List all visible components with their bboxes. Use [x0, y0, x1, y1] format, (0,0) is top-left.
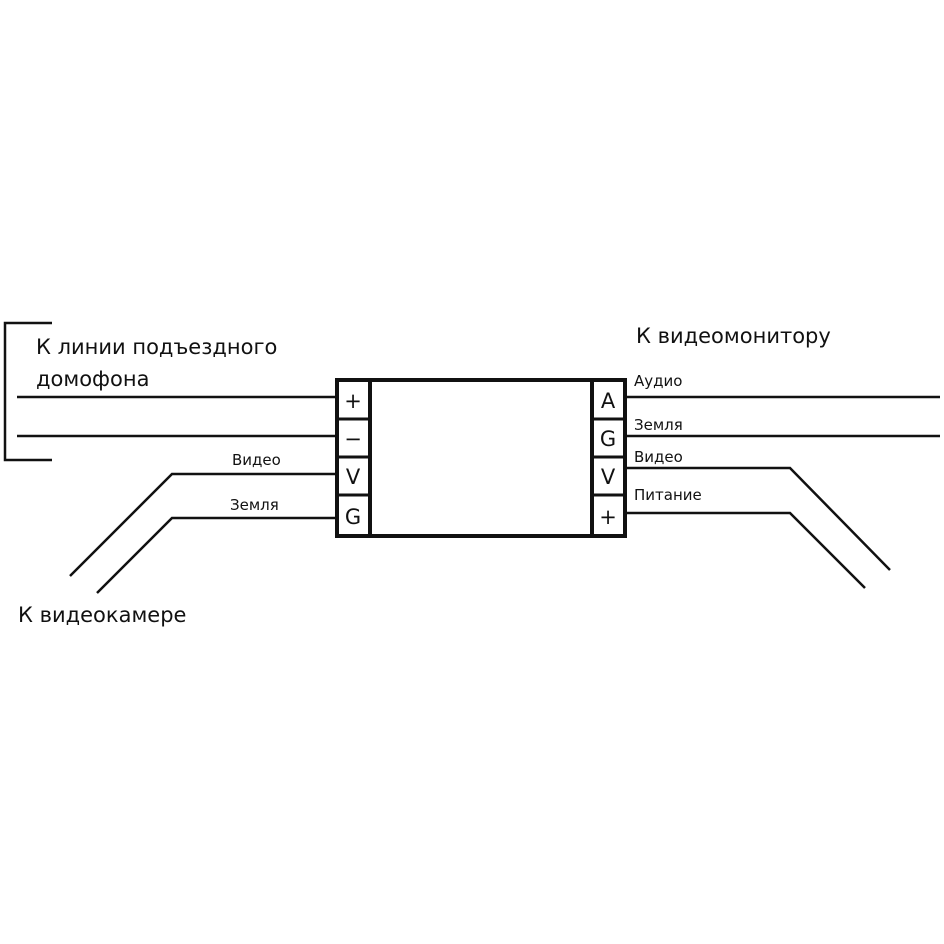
- terminal-left-minus: −: [344, 427, 362, 451]
- right-power-label: Питание: [634, 486, 702, 504]
- wire-monitor-power: [625, 511, 866, 589]
- terminal-right-video: V: [601, 465, 616, 489]
- adapter-module: [335, 378, 627, 538]
- camera-label: К видеокамере: [18, 603, 186, 627]
- terminal-right-ground: G: [600, 427, 616, 451]
- right-ground-label: Земля: [634, 416, 683, 434]
- right-video-label: Видео: [634, 448, 683, 466]
- terminal-left-ground: G: [345, 505, 361, 529]
- left-video-label: Видео: [232, 451, 281, 469]
- wire-monitor-video: [625, 466, 891, 571]
- left-ground-label: Земля: [230, 496, 279, 514]
- terminal-right-power: +: [599, 505, 617, 529]
- wire-camera-video: [69, 472, 337, 577]
- intercom-label-line2: домофона: [36, 367, 149, 391]
- terminal-left-plus: +: [344, 389, 362, 413]
- right-audio-label: Аудио: [634, 372, 682, 390]
- monitor-label: К видеомонитору: [636, 324, 831, 348]
- intercom-bracket: [3, 321, 52, 462]
- wire-camera-ground: [96, 516, 337, 594]
- terminal-left-video: V: [346, 465, 361, 489]
- terminal-right-audio: A: [601, 389, 616, 413]
- intercom-label-line1: К линии подъездного: [36, 335, 277, 359]
